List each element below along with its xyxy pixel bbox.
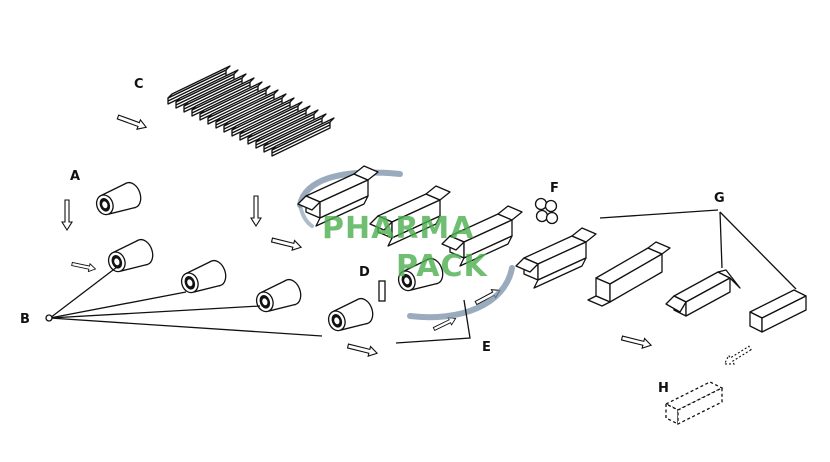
- point-b-marker: [45, 314, 53, 322]
- label-f: F: [550, 181, 559, 196]
- closed-carton: [749, 289, 807, 333]
- leaflet: [378, 280, 386, 302]
- label-a: A: [70, 169, 80, 184]
- leader-lines: [49, 209, 797, 344]
- closing-carton-2: [665, 269, 741, 317]
- glue-rollers: [534, 197, 559, 225]
- arrow-reject: [721, 343, 754, 369]
- arrow-blank-down: [250, 195, 262, 227]
- labels: C A B D E F G H: [20, 77, 725, 396]
- arrow-a: [61, 199, 73, 231]
- arrow-output: [620, 332, 653, 351]
- watermark-swoosh: [297, 169, 515, 321]
- arrow-c: [115, 111, 149, 133]
- bottle-3: [252, 276, 305, 318]
- label-c: C: [134, 77, 144, 92]
- watermark-line1: PHARMA: [322, 211, 474, 246]
- rejected-carton: [664, 381, 724, 426]
- label-b: B: [20, 312, 30, 327]
- arrow-forming: [270, 234, 303, 253]
- bottle-4: [324, 295, 377, 337]
- arrow-bottle: [70, 259, 97, 274]
- label-g: G: [714, 191, 725, 206]
- label-d: D: [359, 265, 370, 280]
- closing-carton-1: [587, 241, 671, 307]
- carton-blank-stack: [167, 65, 335, 157]
- arrow-bottom: [346, 340, 379, 359]
- label-h: H: [658, 381, 669, 396]
- watermark-line2: PACK: [396, 249, 488, 284]
- bottle-a: [92, 179, 145, 221]
- watermark: PHARMA PACK: [322, 211, 488, 284]
- label-e: E: [482, 340, 491, 355]
